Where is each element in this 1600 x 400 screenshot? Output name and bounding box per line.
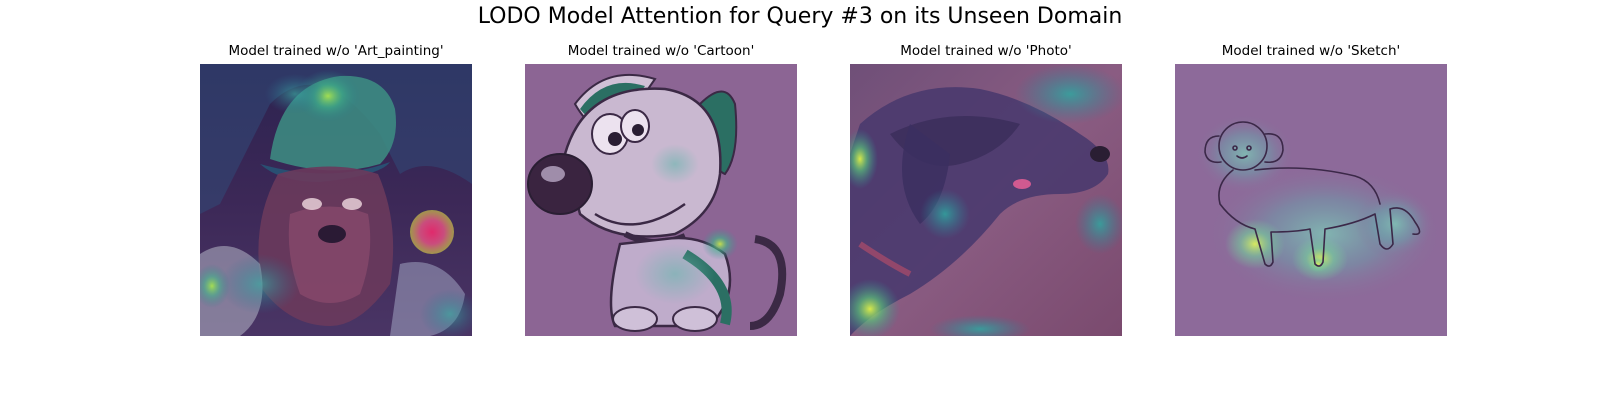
attention-image-photo	[850, 64, 1122, 336]
panel-title: Model trained w/o 'Sketch'	[1221, 43, 1401, 59]
panel-art-painting: Model trained w/o 'Art_painting'	[200, 42, 472, 336]
panel-title: Model trained w/o 'Art_painting'	[228, 43, 444, 59]
attention-image-sketch	[1175, 64, 1447, 336]
panel-sketch: Model trained w/o 'Sketch'	[1175, 42, 1447, 336]
attention-image-art-painting	[200, 64, 472, 336]
panel-photo: Model trained w/o 'Photo'	[850, 42, 1122, 336]
panel-cartoon: Model trained w/o 'Cartoon'	[525, 42, 797, 336]
panel-title: Model trained w/o 'Photo'	[900, 43, 1072, 59]
figure-title: LODO Model Attention for Query #3 on its…	[477, 4, 1123, 29]
attention-image-cartoon	[525, 64, 797, 336]
panel-title: Model trained w/o 'Cartoon'	[567, 43, 755, 59]
